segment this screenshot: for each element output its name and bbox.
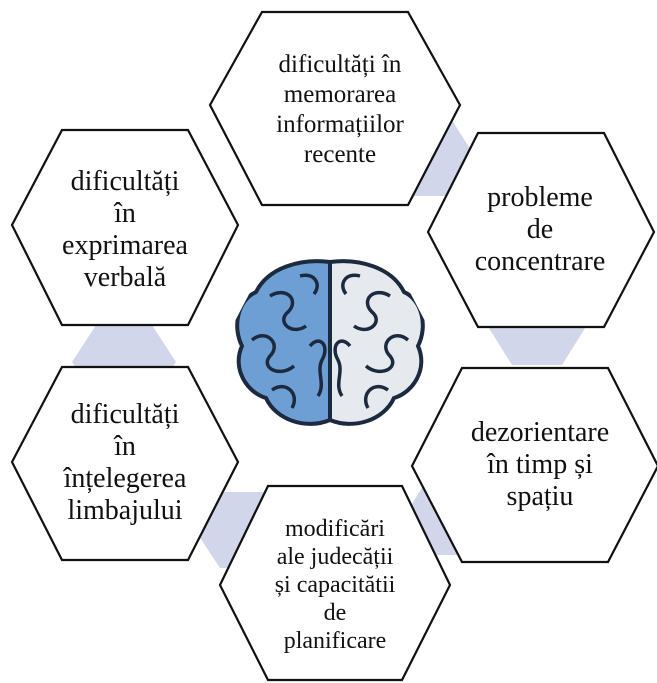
hex-bottom xyxy=(218,484,452,682)
label-line: spațiu xyxy=(506,481,574,512)
label-line: ale judecății xyxy=(276,544,394,570)
brain-icon xyxy=(222,254,438,438)
label-line: recente xyxy=(303,141,377,168)
label-line: în timp și xyxy=(487,449,593,480)
label-line: planificare xyxy=(283,628,387,654)
label-line: limbajului xyxy=(67,495,183,526)
hex-right-upper xyxy=(426,131,656,329)
label-disorientation: dezorientare în timp și spațiu xyxy=(440,415,640,515)
hex-left-upper xyxy=(10,128,240,327)
label-line: concentrare xyxy=(474,246,606,277)
hex-top xyxy=(208,10,462,207)
label-line: în xyxy=(114,198,136,229)
label-line: informațiilor xyxy=(276,111,404,138)
label-memory-difficulties: dificultăți în memorarea informațiilor r… xyxy=(250,45,430,175)
label-line: de xyxy=(526,214,554,245)
label-concentration-problems: probleme de concentrare xyxy=(450,175,630,285)
hex-right-lower xyxy=(410,366,657,564)
label-line: modificări xyxy=(285,516,385,542)
label-line: dificultăți xyxy=(70,166,180,197)
label-line: în xyxy=(114,431,136,462)
label-line: dificultăți xyxy=(70,399,180,430)
hex-left-lower xyxy=(10,365,240,562)
label-line: probleme xyxy=(487,182,593,213)
label-line: memorarea xyxy=(283,81,397,108)
label-judgement-planning: modificări ale judecății și capacitătii … xyxy=(245,510,425,660)
label-line: înțelegerea xyxy=(63,463,187,494)
label-verbal-expression: dificultăți în exprimarea verbală xyxy=(30,160,220,300)
label-line: și capacitătii xyxy=(274,572,396,598)
label-line: verbală xyxy=(83,262,167,293)
label-line: exprimarea xyxy=(62,230,188,261)
label-line: dificultăți în xyxy=(278,51,402,78)
label-line: de xyxy=(323,600,347,626)
label-language-understanding: dificultăți în înțelegerea limbajului xyxy=(30,393,220,533)
label-line: dezorientare xyxy=(470,417,610,448)
